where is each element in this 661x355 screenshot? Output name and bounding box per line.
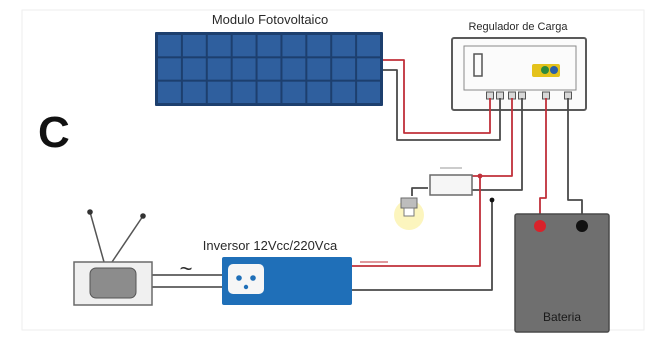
wire-junction	[477, 173, 483, 179]
charge-controller-led-icon	[550, 66, 558, 74]
solar-cell	[307, 81, 331, 103]
wire-junction	[489, 197, 495, 203]
wire-battery-positive	[539, 98, 547, 226]
lamp-socket	[400, 197, 418, 209]
solar-cell	[207, 35, 231, 57]
solar-cell	[182, 81, 206, 103]
tv-screen	[89, 267, 137, 299]
charge-controller-terminal	[486, 91, 494, 100]
charge-controller-terminal	[518, 91, 526, 100]
solar-panel-cells	[158, 35, 380, 103]
solar-cell	[357, 58, 380, 80]
solar-panel: Modulo Fotovoltaico	[155, 12, 383, 106]
solar-cell	[232, 35, 256, 57]
charge-controller-label: Regulador de Carga	[468, 21, 568, 33]
inverter-label: Inversor 12Vcc/220Vca	[203, 238, 338, 253]
wire-panel-positive	[383, 59, 491, 134]
charge-controller: Regulador de Carga	[451, 21, 587, 111]
charge-controller-terminal	[564, 91, 572, 100]
solar-cell	[282, 35, 306, 57]
charge-controller-body	[451, 37, 587, 111]
tv-antenna-right	[111, 215, 144, 263]
battery-negative-terminal	[576, 220, 588, 232]
wire-battery-negative	[567, 98, 583, 226]
figure-letter: C	[38, 108, 70, 157]
wire-load-negative	[472, 98, 523, 191]
solar-cell	[257, 58, 281, 80]
solar-cell	[158, 58, 181, 80]
wire-inverter-negative	[352, 200, 493, 291]
battery: Bateria	[514, 213, 610, 333]
solar-cell	[332, 35, 356, 57]
solar-cell	[158, 81, 181, 103]
solar-cell	[257, 35, 281, 57]
solar-cell	[182, 35, 206, 57]
solar-cell	[357, 35, 380, 57]
outlet-pin-icon	[236, 275, 242, 281]
charge-controller-faceplate	[463, 45, 577, 91]
solar-cell	[232, 81, 256, 103]
charge-controller-terminal	[508, 91, 516, 100]
wire-load-positive	[472, 98, 513, 177]
solar-cell	[332, 58, 356, 80]
solar-cell	[232, 58, 256, 80]
outlet-ground-icon	[243, 284, 249, 290]
wire-lamp	[411, 187, 428, 196]
television	[73, 209, 153, 306]
solar-cell	[282, 58, 306, 80]
solar-cell	[282, 81, 306, 103]
battery-positive-terminal	[534, 220, 546, 232]
lamp-assembly	[394, 167, 473, 230]
lamp-junction-box	[429, 174, 473, 196]
wire-inverter-positive	[352, 176, 481, 267]
solar-cell	[332, 81, 356, 103]
wire-panel-negative	[383, 69, 501, 141]
wiring	[152, 59, 583, 291]
battery-label: Bateria	[543, 310, 581, 324]
solar-cell	[207, 81, 231, 103]
tv-antenna-left	[89, 211, 105, 263]
tv-antenna-tip	[87, 209, 93, 215]
solar-cell	[257, 81, 281, 103]
solar-cell	[307, 58, 331, 80]
solar-cell	[158, 35, 181, 57]
charge-controller-terminal	[542, 91, 550, 100]
outlet-pin-icon	[250, 275, 256, 281]
charge-controller-led-icon	[541, 66, 549, 74]
solar-cell	[307, 35, 331, 57]
lamp-bulb-icon	[403, 207, 415, 217]
solar-cell	[357, 81, 380, 103]
figure-frame	[21, 9, 645, 331]
solar-panel-label: Modulo Fotovoltaico	[212, 12, 328, 27]
charge-controller-fuse-icon	[473, 53, 483, 77]
inverter: Inversor 12Vcc/220Vca	[203, 238, 352, 305]
solar-cell	[207, 58, 231, 80]
ac-sine-icon: ~	[180, 256, 193, 281]
tv-antenna-tip	[140, 213, 146, 219]
battery-body	[514, 213, 610, 333]
charge-controller-terminal	[496, 91, 504, 100]
inverter-ac-outlet-icon	[228, 264, 264, 294]
solar-cell	[182, 58, 206, 80]
